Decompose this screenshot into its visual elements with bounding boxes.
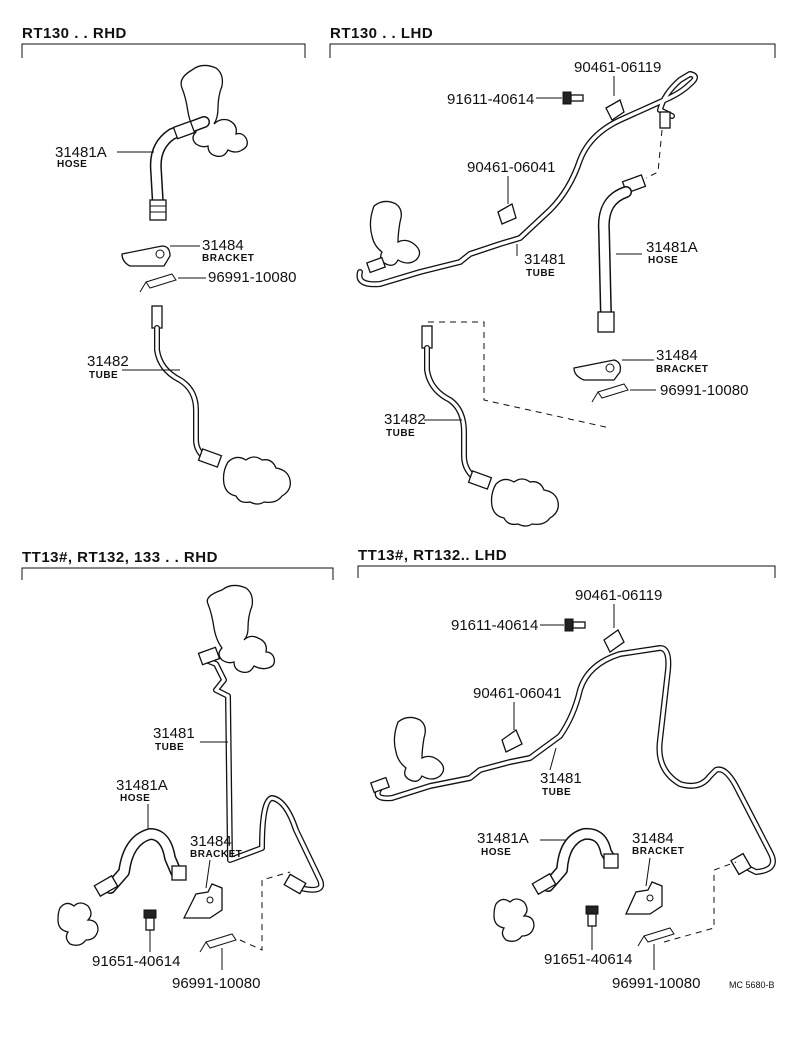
slave-cylinder-shape: [222, 456, 291, 505]
part-number-bolt: 91611-40614: [451, 617, 538, 634]
bracket: [624, 881, 663, 915]
part-number-tube: 31482: [87, 353, 129, 370]
part-number-tube-2: 31482: [384, 411, 426, 428]
slave-cylinder-shape: [493, 898, 535, 942]
slave-cylinder-shape: [490, 478, 559, 527]
part-number-clip: 96991-10080: [208, 269, 296, 286]
bracket: [182, 883, 223, 919]
part-label-hose: HOSE: [481, 847, 511, 858]
part-number-hose: 31481A: [477, 830, 529, 847]
bolt: [143, 909, 157, 919]
part-number-tube: 31481: [540, 770, 582, 787]
hose-fitting: [149, 199, 167, 221]
part-number-hose: 31481A: [116, 777, 168, 794]
clamp-2: [501, 729, 523, 753]
part-label-bracket: BRACKET: [632, 846, 684, 857]
tube: [154, 325, 211, 463]
tube-fitting: [151, 305, 163, 329]
part-label-hose: HOSE: [648, 255, 678, 266]
master-cylinder-shape: [369, 200, 421, 266]
part-number-bolt-2: 91651-40614: [544, 951, 632, 968]
clamp: [603, 629, 625, 653]
section-tt13-rhd: TT13#, RT132, 133 . . RHD 31481 TUBE 314…: [21, 549, 334, 992]
clip: [591, 383, 629, 403]
part-number-bracket: 31484: [632, 830, 674, 847]
part-number-clamp: 90461-06119: [575, 587, 662, 604]
bolt-2: [585, 905, 599, 915]
bracket: [573, 359, 622, 381]
part-label-bracket: BRACKET: [202, 253, 254, 264]
part-number-clamp: 90461-06119: [574, 59, 661, 76]
part-number-bracket: 31484: [190, 833, 232, 850]
part-label-bracket: BRACKET: [656, 364, 708, 375]
section-title: RT130 . . LHD: [330, 25, 433, 42]
section-tt13-lhd: TT13#, RT132.. LHD 90461-06119 91611-406…: [357, 547, 776, 992]
section-rt130-lhd: RT130 . . LHD 90461-06119 91611-40614 90…: [329, 25, 776, 527]
part-label-hose: HOSE: [120, 793, 150, 804]
section-title: RT130 . . RHD: [22, 25, 127, 42]
part-label-tube-2: TUBE: [386, 428, 415, 439]
part-label-hose: HOSE: [57, 159, 87, 170]
part-number-bolt: 91611-40614: [447, 91, 534, 108]
clamp: [605, 99, 625, 121]
section-rt130-rhd: RT130 . . RHD 31481A HOSE 31484 BRACKET …: [21, 25, 306, 505]
slave-cylinder-shape: [57, 902, 99, 946]
part-label-tube: TUBE: [155, 742, 184, 753]
section-title: TT13#, RT132, 133 . . RHD: [22, 549, 218, 566]
part-number-tube: 31481: [524, 251, 566, 268]
part-label-tube: TUBE: [526, 268, 555, 279]
section-bracket: [21, 43, 306, 58]
clip: [637, 927, 675, 947]
figure-code: MC 5680-B: [729, 980, 775, 990]
clip: [199, 933, 237, 953]
section-bracket: [329, 43, 776, 58]
part-number-bolt: 91651-40614: [92, 953, 180, 970]
part-number-tube: 31481: [153, 725, 195, 742]
bolt: [562, 91, 572, 105]
part-number-bracket: 31484: [656, 347, 698, 364]
part-number-clamp-2: 90461-06041: [467, 159, 555, 176]
section-bracket: [21, 567, 334, 580]
part-number-clamp-2: 90461-06041: [473, 685, 561, 702]
tube-2: [424, 345, 483, 485]
part-label-tube: TUBE: [542, 787, 571, 798]
clip: [139, 273, 177, 293]
part-label-bracket: BRACKET: [190, 849, 242, 860]
section-bracket: [357, 565, 776, 578]
bolt: [564, 618, 574, 632]
part-number-hose: 31481A: [646, 239, 698, 256]
part-number-clip: 96991-10080: [612, 975, 700, 992]
part-label-tube: TUBE: [89, 370, 118, 381]
hose-fitting-top: [172, 120, 196, 140]
clamp-2: [497, 203, 517, 225]
part-number-hose: 31481A: [55, 144, 107, 161]
master-cylinder-shape: [180, 64, 248, 158]
part-number-clip: 96991-10080: [660, 382, 748, 399]
master-cylinder-shape: [393, 716, 445, 782]
section-title: TT13#, RT132.. LHD: [358, 547, 507, 564]
master-cylinder-shape: [206, 584, 276, 674]
bracket: [121, 245, 171, 267]
part-number-clip: 96991-10080: [172, 975, 260, 992]
part-number-bracket: 31484: [202, 237, 244, 254]
